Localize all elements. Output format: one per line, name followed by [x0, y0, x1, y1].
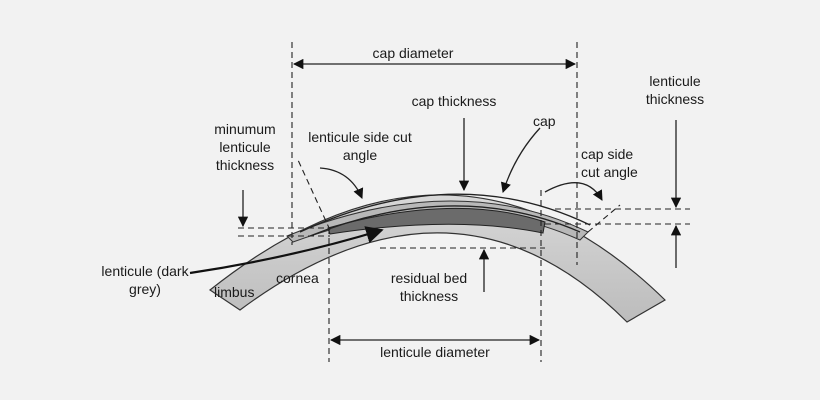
lenticule-shape [327, 207, 546, 235]
residual-bed-thickness-label: residual bed thickness [390, 270, 468, 304]
lenticule-side-cut-line [297, 159, 331, 231]
lenticule-label: lenticule (dark grey) [101, 263, 189, 297]
cap-thickness-label: cap thickness [411, 93, 497, 109]
lenticule-side-cut-angle-label: lenticule side cut angle [308, 129, 412, 163]
cap-label: cap [533, 113, 556, 129]
limbus-label: limbus [214, 284, 255, 300]
cap-side-cut-line [587, 204, 621, 233]
lenticule-side-cut-arrow [319, 167, 364, 199]
cornea-label: cornea [276, 270, 319, 286]
cap-top-arc [299, 193, 591, 233]
lenticule-pointer [189, 226, 384, 275]
cap-side-cut-arrow [544, 182, 603, 201]
cap-side-cut-angle-label: cap side cut angle [581, 146, 638, 180]
cap-pointer [500, 127, 541, 193]
cap-bed-arc [309, 205, 581, 237]
minimum-lenticule-thickness-label: minumum lenticule thickness [214, 121, 276, 173]
cap-diameter-label: cap diameter [372, 45, 454, 61]
lenticule-diameter-label: lenticule diameter [380, 344, 490, 360]
lenticule-thickness-label: lenticule thickness [645, 73, 705, 107]
